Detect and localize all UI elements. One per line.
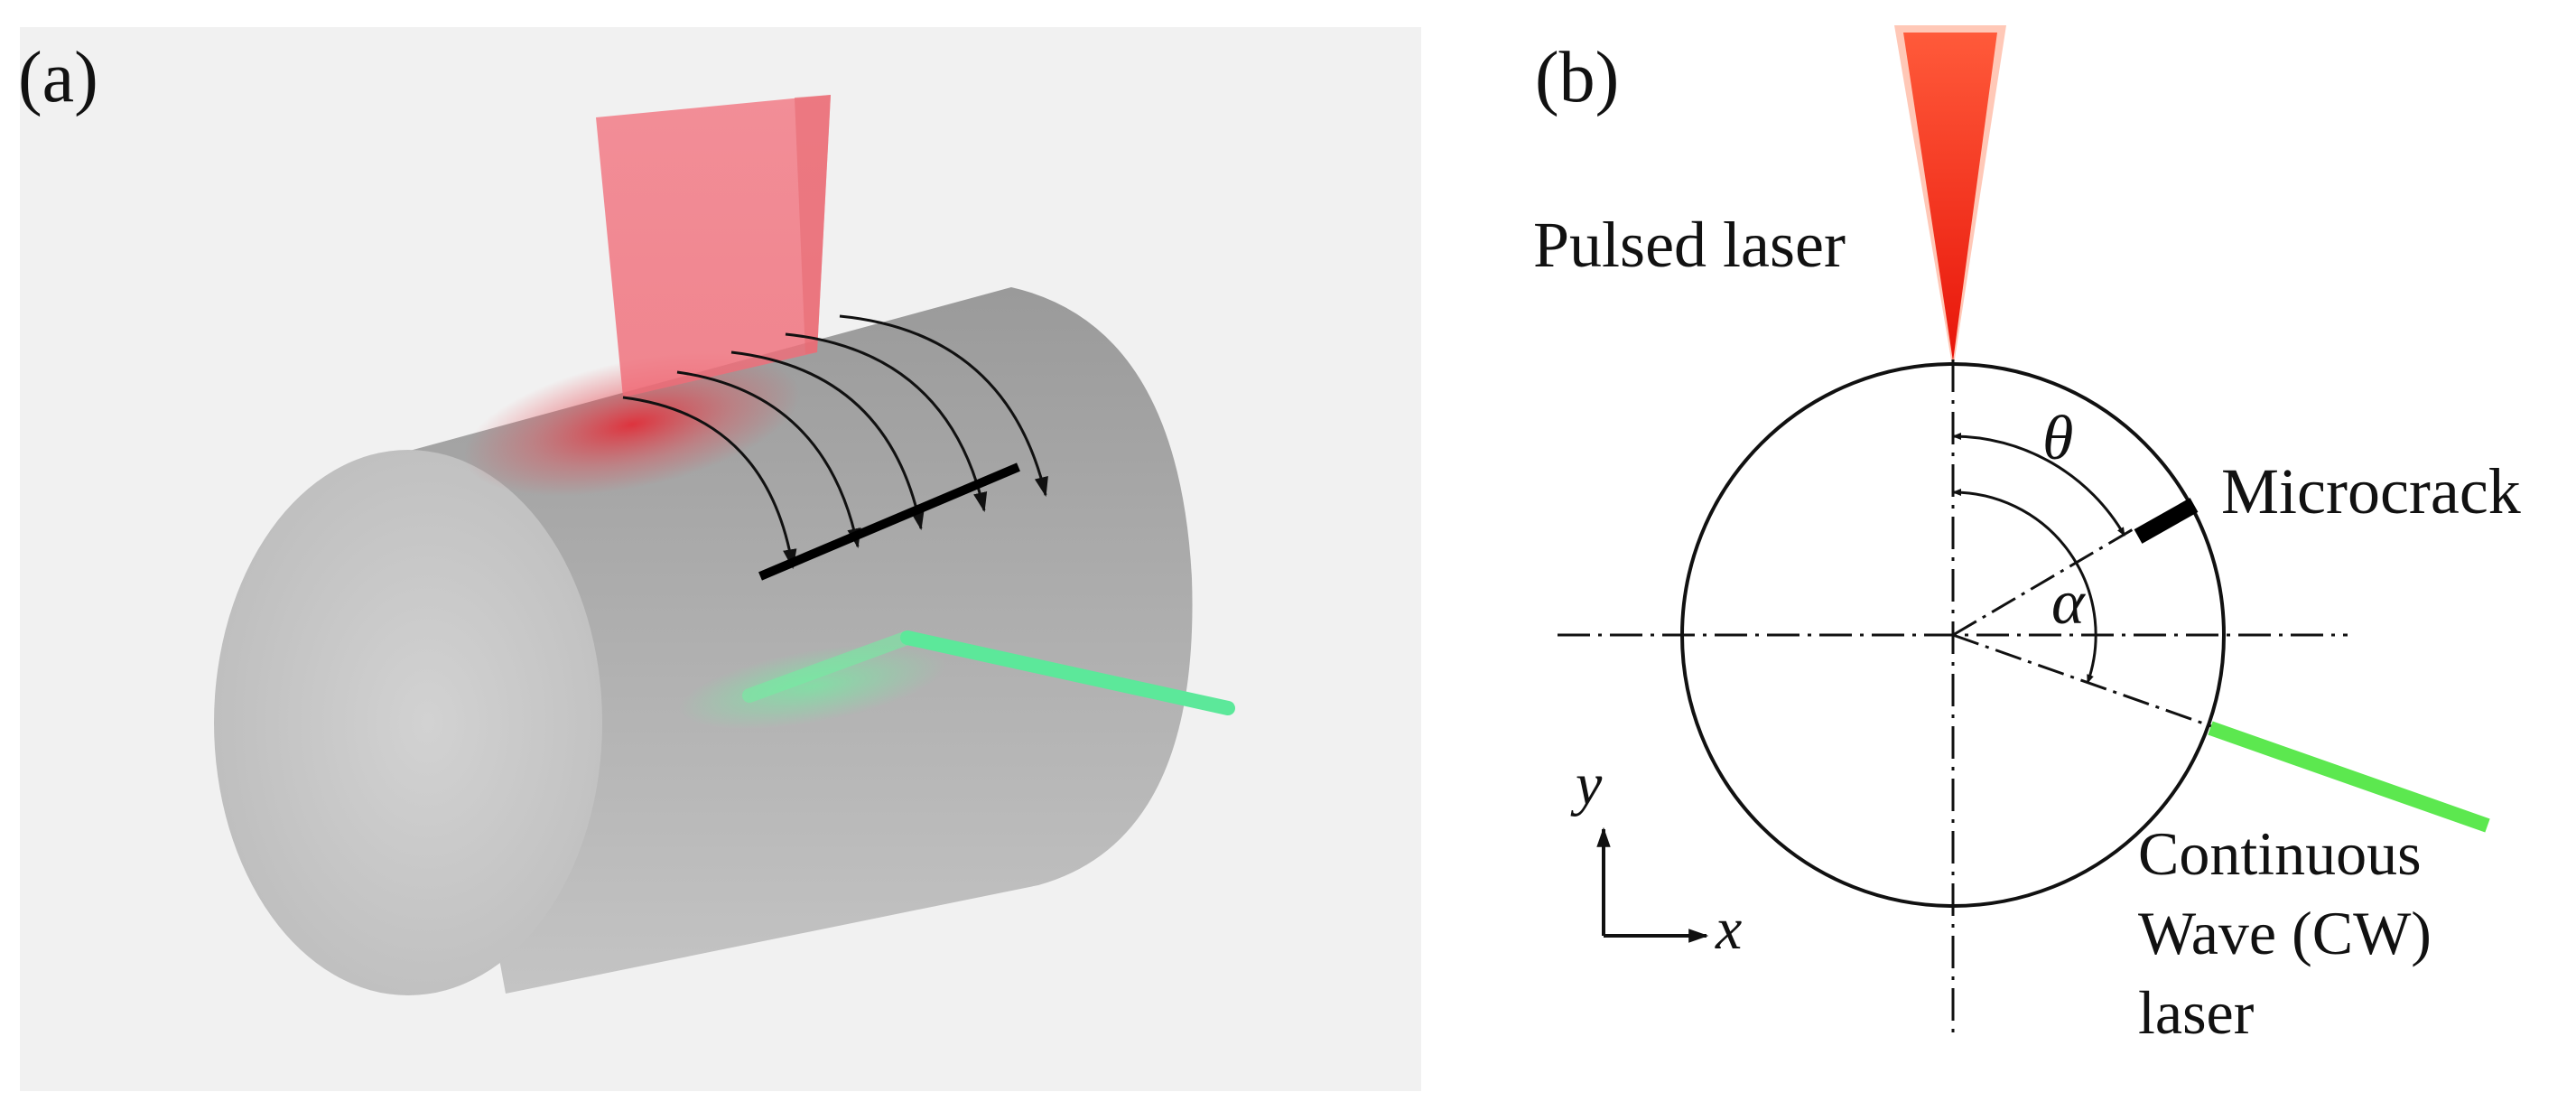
alpha-arc	[1952, 488, 2097, 684]
wave-arrow	[785, 332, 988, 513]
cylinder-end-cap	[214, 450, 602, 995]
microcrack-b	[2134, 498, 2199, 544]
microcrack-a	[758, 462, 1020, 581]
panel-a-label: (a)	[18, 38, 98, 117]
xy-axes-indicator: y x	[1570, 752, 1742, 962]
pulsed-laser-beam-side	[795, 95, 831, 354]
cw-radial-line	[1952, 633, 2215, 729]
pulsed-laser-label: Pulsed laser	[1533, 209, 1846, 281]
cw-label-line3: laser	[2138, 978, 2255, 1047]
panel-b: θ α (b) Pulsed laser Microcrack Continuo…	[1533, 25, 2521, 1047]
pulsed-laser-spot	[463, 352, 801, 497]
cw-laser-beam-b	[2208, 721, 2490, 833]
wave-arrow	[730, 350, 925, 531]
cw-label-line2: Wave (CW)	[2138, 899, 2432, 967]
cw-laser-beam-a	[900, 630, 1235, 715]
wave-arrow	[839, 314, 1048, 498]
cw-label-line1: Continuous	[2138, 819, 2422, 888]
theta-arc	[1952, 433, 2126, 537]
y-axis-label: y	[1570, 752, 1603, 817]
wave-arrow	[676, 370, 861, 549]
alpha-symbol: α	[2051, 568, 2086, 638]
x-axis-label: x	[1715, 896, 1742, 962]
cw-laser-spot	[679, 643, 946, 730]
cw-laser-beam-inside	[742, 630, 915, 703]
wave-arrow	[622, 396, 797, 570]
surface-wave-arrows	[622, 314, 1048, 570]
microcrack-label: Microcrack	[2221, 455, 2521, 527]
theta-symbol: θ	[2042, 404, 2073, 473]
microcrack-radial-line	[1952, 527, 2135, 637]
pulsed-laser-cone	[1903, 33, 1997, 361]
panel-a: (a)	[18, 27, 1421, 1091]
panel-b-label: (b)	[1535, 38, 1619, 117]
pulsed-laser-beam-a	[596, 95, 831, 397]
